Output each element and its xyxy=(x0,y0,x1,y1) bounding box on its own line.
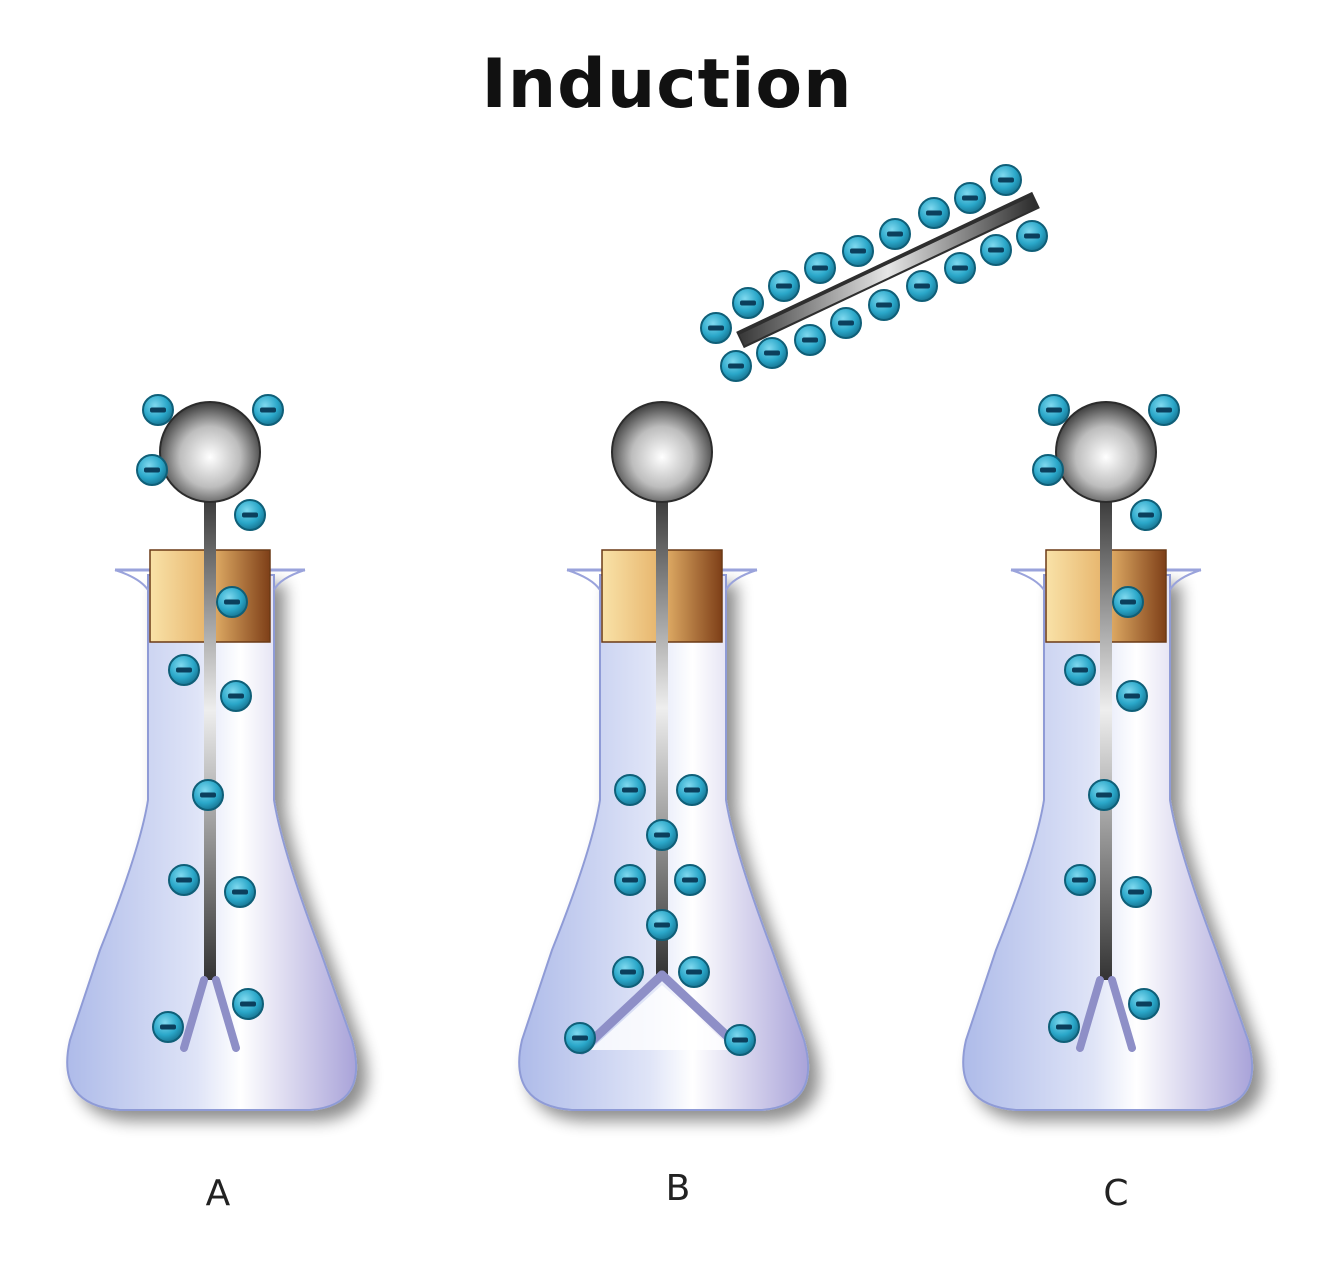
electron-flask-c-4 xyxy=(1112,586,1144,618)
electron-rod-16 xyxy=(980,234,1012,266)
electron-flask-b-1 xyxy=(676,774,708,806)
electron-flask-a-2 xyxy=(136,454,168,486)
metal-rod xyxy=(1100,490,1112,980)
electron-flask-c-3 xyxy=(1130,499,1162,531)
electron-rod-6 xyxy=(918,197,950,229)
electron-flask-a-6 xyxy=(220,680,252,712)
charged-rod xyxy=(736,191,1040,349)
electron-flask-c-10 xyxy=(1128,988,1160,1020)
electron-flask-a-9 xyxy=(224,876,256,908)
electron-flask-c-6 xyxy=(1116,680,1148,712)
electron-flask-b-5 xyxy=(646,909,678,941)
flask-label: A xyxy=(206,1173,231,1214)
electron-rod-0 xyxy=(700,312,732,344)
metal-rod xyxy=(656,490,668,975)
electron-rod-4 xyxy=(842,235,874,267)
electron-rod-11 xyxy=(794,324,826,356)
electron-rod-17 xyxy=(1016,220,1048,252)
electron-flask-b-8 xyxy=(564,1022,596,1054)
electron-rod-14 xyxy=(906,270,938,302)
electron-flask-b-4 xyxy=(674,864,706,896)
electron-flask-c-5 xyxy=(1064,654,1096,686)
electron-rod-12 xyxy=(830,307,862,339)
electron-flask-a-11 xyxy=(152,1011,184,1043)
electron-flask-a-5 xyxy=(168,654,200,686)
electron-flask-a-8 xyxy=(168,864,200,896)
electron-rod-9 xyxy=(720,350,752,382)
electron-rod-3 xyxy=(804,252,836,284)
electron-flask-b-9 xyxy=(724,1024,756,1056)
electron-rod-13 xyxy=(868,289,900,321)
electron-rod-5 xyxy=(879,218,911,250)
gold-leaves xyxy=(180,976,240,1052)
electron-flask-c-0 xyxy=(1038,394,1070,426)
flask-b xyxy=(518,401,810,1111)
electron-flask-c-1 xyxy=(1148,394,1180,426)
electron-flask-a-7 xyxy=(192,779,224,811)
metal-rod xyxy=(204,490,216,980)
electron-flask-a-3 xyxy=(234,499,266,531)
electron-flask-c-7 xyxy=(1088,779,1120,811)
electron-flask-b-7 xyxy=(678,956,710,988)
electron-rod-1 xyxy=(732,287,764,319)
flask-label: B xyxy=(666,1168,691,1209)
flask-a xyxy=(66,401,358,1111)
electron-flask-c-8 xyxy=(1064,864,1096,896)
metal-ball xyxy=(159,401,261,503)
electron-rod-15 xyxy=(944,252,976,284)
gold-leaves xyxy=(1076,976,1136,1052)
page-title: Induction xyxy=(481,45,853,124)
flask-c xyxy=(962,401,1254,1111)
electron-flask-c-2 xyxy=(1032,454,1064,486)
electron-flask-c-11 xyxy=(1048,1011,1080,1043)
electron-flask-a-1 xyxy=(252,394,284,426)
electron-flask-a-0 xyxy=(142,394,174,426)
flask-label: C xyxy=(1103,1173,1128,1214)
metal-ball xyxy=(611,401,713,503)
electron-rod-2 xyxy=(768,270,800,302)
electron-flask-b-6 xyxy=(612,956,644,988)
electron-flask-b-0 xyxy=(614,774,646,806)
electron-flask-a-4 xyxy=(216,586,248,618)
electron-rod-10 xyxy=(756,337,788,369)
electron-rod-8 xyxy=(990,164,1022,196)
electron-flask-c-9 xyxy=(1120,876,1152,908)
metal-ball xyxy=(1055,401,1157,503)
electron-flask-b-3 xyxy=(614,864,646,896)
electron-flask-b-2 xyxy=(646,819,678,851)
electron-flask-a-10 xyxy=(232,988,264,1020)
electron-rod-7 xyxy=(954,182,986,214)
